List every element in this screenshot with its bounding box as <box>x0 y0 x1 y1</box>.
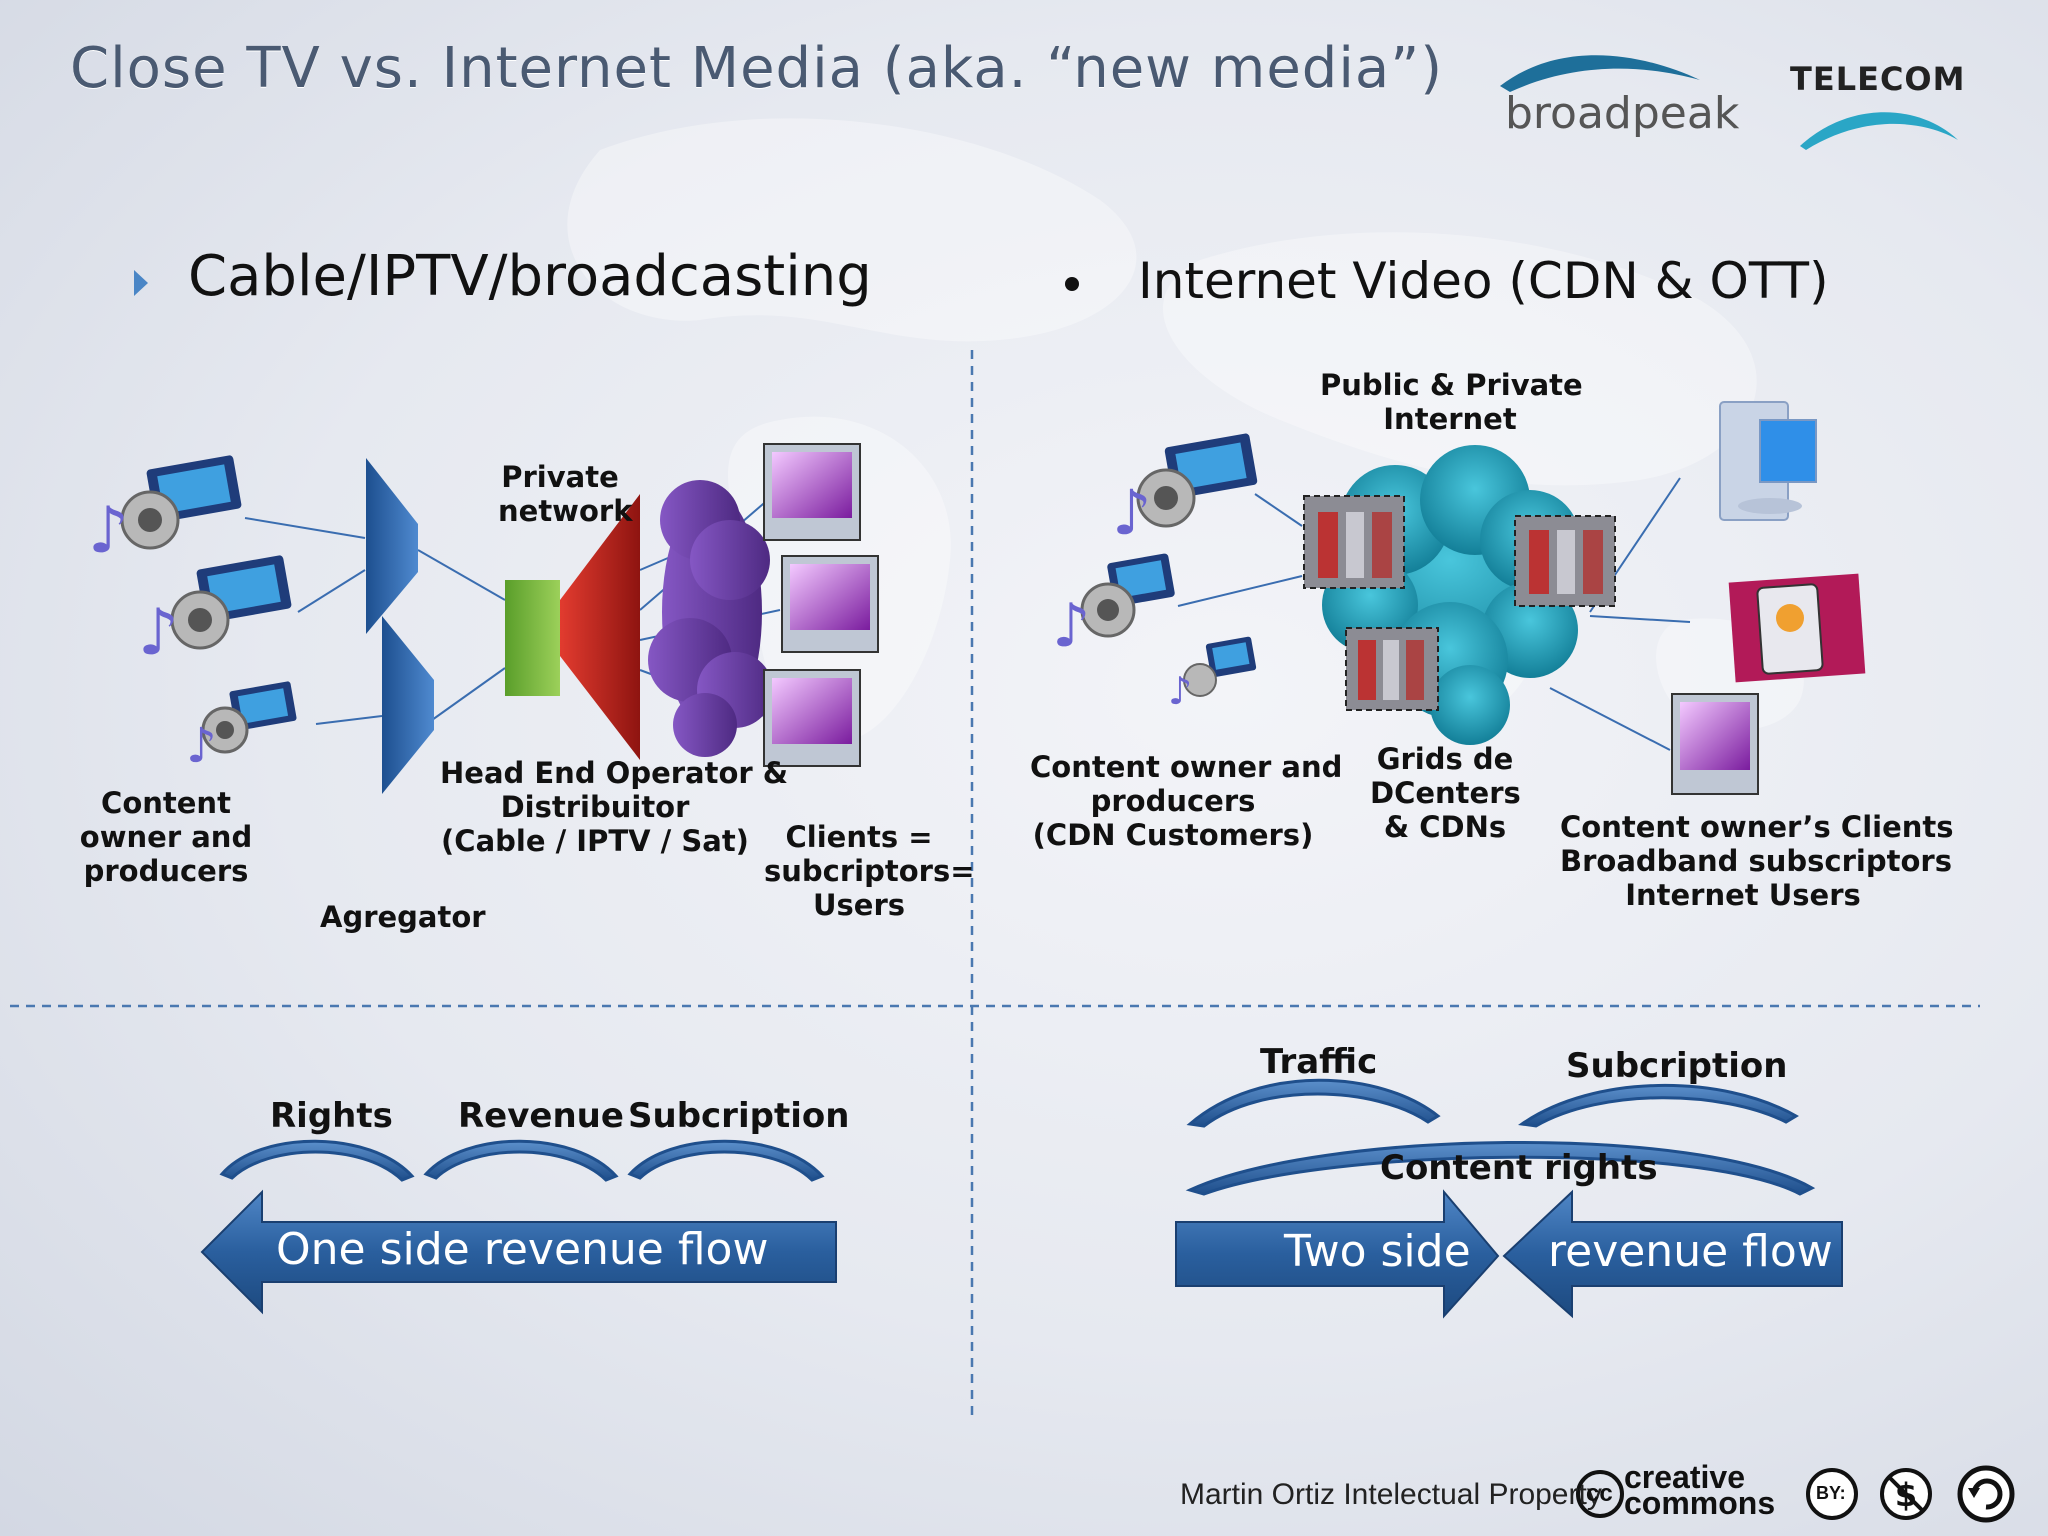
dot-bullet-icon <box>1065 277 1079 291</box>
triangle-bullet-icon <box>134 270 148 296</box>
by-icon: BY: <box>1816 1483 1846 1503</box>
creative-commons-logo <box>1576 1468 1858 1520</box>
subscription-label: Subcription <box>1566 1046 1788 1086</box>
traffic-label: Traffic <box>1260 1042 1378 1082</box>
svg-text:♪: ♪ <box>1112 476 1152 549</box>
tv-icon <box>1671 693 1759 795</box>
svg-text:♪: ♪ <box>1168 669 1192 713</box>
grids-label: Grids de DCenters & CDNs <box>1370 742 1521 844</box>
left-heading: Cable/IPTV/broadcasting <box>188 244 872 309</box>
head-end-green-shape <box>505 580 560 696</box>
tv-icon <box>763 669 861 767</box>
private-network-cloud <box>648 480 773 757</box>
cc-mark: cc <box>1586 1480 1613 1507</box>
head-end-label: Head End Operator & Distribuitor (Cable … <box>440 756 789 858</box>
flow-curve-arrow <box>1185 1141 1816 1196</box>
share-alike-icon <box>1957 1465 2015 1523</box>
one-side-revenue-label: One side revenue flow <box>276 1224 769 1275</box>
broadpeak-logo-text: broadpeak <box>1505 88 1740 139</box>
revenue-flow-label: revenue flow <box>1548 1226 1833 1277</box>
aggregator-label: Agregator <box>320 900 486 934</box>
media-icon: ♪ <box>186 681 297 774</box>
svg-text:♪: ♪ <box>138 596 179 670</box>
one-side-revenue-arrow <box>200 1189 837 1315</box>
mobile-phone-icon <box>1728 573 1866 683</box>
content-rights-label: Content rights <box>1380 1148 1658 1188</box>
right-heading: Internet Video (CDN & OTT) <box>1138 252 1829 310</box>
noncommercial-icon: $ <box>1880 1468 1932 1520</box>
cdn-customers-label: Content owner and producers (CDN Custome… <box>1030 750 1343 852</box>
two-side-arrow-right <box>1175 1189 1500 1319</box>
media-icon: ♪ <box>138 555 292 670</box>
aggregator-shape <box>366 458 418 634</box>
broadpeak-logo <box>1500 55 1700 92</box>
aggregator-shape <box>382 616 434 794</box>
flow-curve-arrow <box>1518 1084 1799 1128</box>
datacenter-icon <box>1514 515 1616 607</box>
rights-label: Rights <box>270 1096 393 1136</box>
flow-curve-arrow <box>1186 1078 1441 1128</box>
subscription-label: Subcription <box>628 1096 850 1136</box>
datacenter-icon <box>1303 495 1405 589</box>
creative-commons-text: creative commons <box>1624 1459 1776 1521</box>
private-network-label: Private network <box>498 460 633 528</box>
svg-text:♪: ♪ <box>88 494 129 568</box>
svg-text:♪: ♪ <box>1052 591 1090 661</box>
flow-curve-arrow <box>219 1139 415 1182</box>
clients-label: Clients = subcriptors= Users <box>764 820 975 922</box>
head-end-red-shape <box>560 494 640 760</box>
telecom-logo-swoosh <box>1800 112 1958 150</box>
tv-icon <box>763 443 861 541</box>
desktop-computer-icon <box>1719 401 1817 521</box>
two-side-label: Two side <box>1284 1226 1471 1277</box>
tv-icon <box>781 555 879 653</box>
footer-credit: Martin Ortiz Intelectual Property <box>1180 1478 1602 1511</box>
flow-curve-arrow <box>627 1139 825 1182</box>
media-icon: ♪ <box>88 455 242 568</box>
revenue-label: Revenue <box>458 1096 624 1136</box>
internet-users-label: Content owner’s Clients Broadband subscr… <box>1560 810 1954 912</box>
flow-curve-arrow <box>423 1139 619 1182</box>
telecom-logo-text: TELECOM <box>1790 60 1966 98</box>
media-icon: ♪ <box>1168 636 1257 713</box>
two-side-arrow-left <box>1502 1189 1843 1319</box>
svg-text:♪: ♪ <box>186 718 217 774</box>
content-owner-label: Content owner and producers <box>79 786 253 888</box>
slide-title: Close TV vs. Internet Media (aka. “new m… <box>70 36 1444 101</box>
media-icon: ♪ <box>1052 553 1175 661</box>
datacenter-icon <box>1345 627 1439 711</box>
media-icon: ♪ <box>1112 433 1258 549</box>
internet-label: Public & Private Internet <box>1320 368 1583 436</box>
